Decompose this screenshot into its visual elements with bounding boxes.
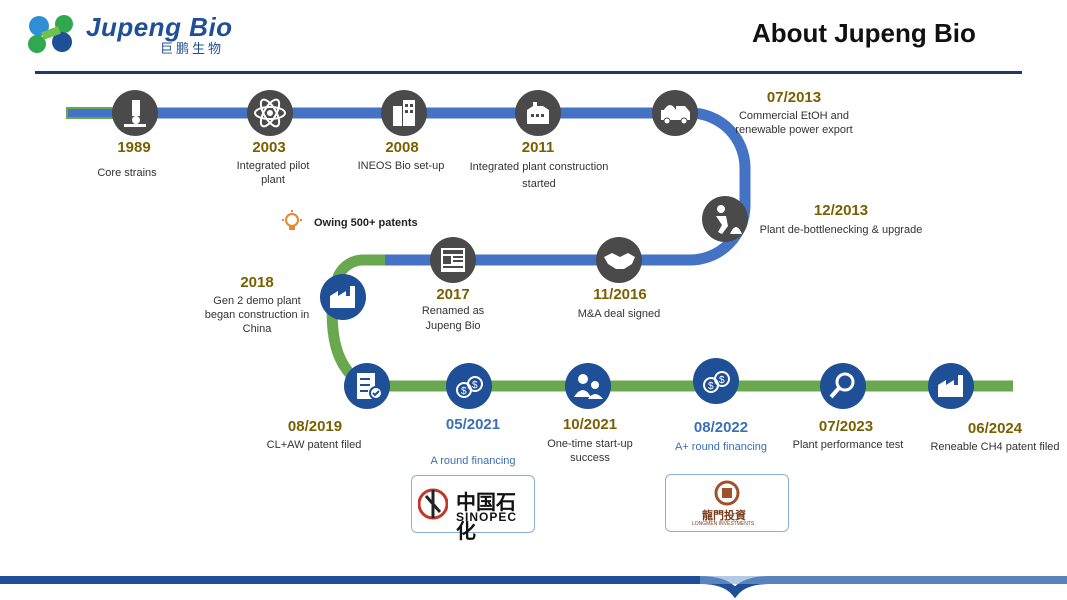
milestone-year: 08/2022 <box>693 419 749 436</box>
patents-note: Owing 500+ patents <box>314 217 418 229</box>
worker-icon <box>702 196 748 247</box>
milestone-year: 07/2023 <box>818 418 874 435</box>
milestone-desc: Core strains <box>97 167 157 179</box>
factory-icon <box>928 363 974 414</box>
milestone-year: 11/2016 <box>593 286 647 303</box>
longmen-name-en: LONGMEN INVESTMENTS <box>692 521 755 527</box>
page-title: About Jupeng Bio <box>752 18 976 48</box>
milestone-desc: Renamed as Jupeng Bio <box>421 305 485 332</box>
milestone-year: 2011 <box>521 139 555 156</box>
svg-text:$: $ <box>472 380 478 391</box>
svg-text:$: $ <box>719 375 725 386</box>
milestone-desc: Integrated plant construction started <box>469 161 609 190</box>
lightbulb-icon <box>281 210 303 239</box>
milestone-year: 07/2013 <box>766 89 822 106</box>
milestone-desc: Plant performance test <box>792 439 904 451</box>
milestone-year: 06/2024 <box>967 420 1023 437</box>
newspaper-icon <box>430 237 476 288</box>
handshake-icon <box>596 237 642 288</box>
sinopec-name-en: SINOPEC <box>456 510 518 524</box>
atom-icon <box>247 90 293 141</box>
milestone-year: 10/2021 <box>562 416 618 433</box>
milestone-desc: Integrated pilot plant <box>236 160 310 186</box>
header-rule <box>35 71 1022 74</box>
milestone-desc: Reneable CH4 patent filed <box>930 441 1060 453</box>
longmen-name-cn: 龍門投資 <box>702 510 746 522</box>
milestone-year: 08/2019 <box>287 418 343 435</box>
milestone-year: 2018 <box>240 274 274 291</box>
milestone-year: 05/2021 <box>445 416 501 433</box>
truck-icon <box>652 90 698 141</box>
milestone-year: 2008 <box>385 139 419 156</box>
milestone-desc: Plant de-bottlenecking & upgrade <box>759 224 923 236</box>
people-icon <box>565 363 611 414</box>
milestone-year: 2003 <box>252 139 286 156</box>
longmen-logo: 龍門投資 LONGMEN INVESTMENTS <box>665 474 789 532</box>
svg-text:$: $ <box>461 386 467 397</box>
milestone-desc: CL+AW patent filed <box>266 439 362 451</box>
milestone-desc: Gen 2 demo plant began construction in C… <box>204 295 310 335</box>
milestone-desc: One-time start-up success <box>547 438 633 464</box>
milestone-desc: Commercial EtOH and renewable power expo… <box>735 110 853 136</box>
microscope-icon <box>112 90 158 141</box>
milestone-desc: INEOS Bio set-up <box>357 160 445 172</box>
logo-subtext: 巨鹏生物 <box>160 41 225 56</box>
factory-icon <box>515 90 561 141</box>
logo-text: Jupeng Bio <box>86 12 233 42</box>
sinopec-name-cn: 中国石化 <box>456 492 516 543</box>
milestone-year: 1989 <box>117 139 151 156</box>
magnifier-icon <box>820 363 866 414</box>
milestone-desc: A+ round financing <box>674 441 768 453</box>
coins-icon: $$ <box>693 358 739 409</box>
svg-text:$: $ <box>708 381 714 392</box>
coins-icon: $$ <box>446 363 492 414</box>
factory-icon <box>320 274 366 325</box>
milestone-desc: A round financing <box>430 455 516 467</box>
milestone-desc: M&A deal signed <box>577 308 661 320</box>
company-logo <box>24 12 84 54</box>
milestone-year: 12/2013 <box>813 202 869 219</box>
checklist-icon <box>344 363 390 414</box>
milestone-year: 2017 <box>436 286 470 303</box>
sinopec-logo: 中国石化 SINOPEC <box>411 475 535 543</box>
buildings-icon <box>381 90 427 141</box>
